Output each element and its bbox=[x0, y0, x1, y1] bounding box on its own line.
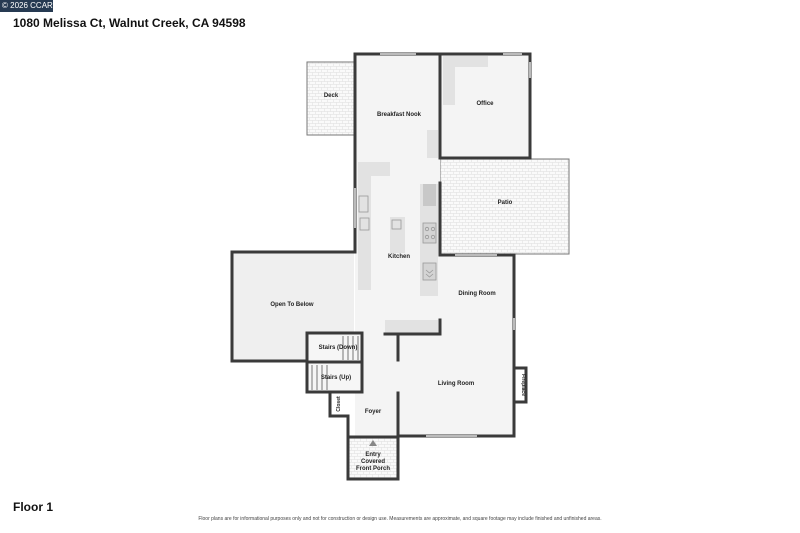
kitchen-fixtures bbox=[358, 184, 437, 281]
patio-area bbox=[439, 158, 570, 255]
label-living-room: Living Room bbox=[438, 381, 474, 387]
dining-living-floor-fill bbox=[398, 255, 514, 436]
label-deck: Deck bbox=[324, 93, 339, 99]
disclaimer-text: Floor plans are for informational purpos… bbox=[198, 516, 602, 522]
property-address: 1080 Melissa Ct, Walnut Creek, CA 94598 bbox=[13, 16, 246, 30]
label-breakfast-nook: Breakfast Nook bbox=[377, 112, 422, 118]
label-porch-line1: Entry bbox=[365, 452, 381, 458]
label-office: Office bbox=[476, 101, 494, 107]
label-open-to-below: Open To Below bbox=[270, 302, 314, 308]
label-porch-line3: Front Porch bbox=[356, 466, 390, 472]
label-closet: Closet bbox=[336, 396, 342, 412]
label-kitchen: Kitchen bbox=[388, 254, 410, 260]
label-porch-line2: Covered bbox=[361, 459, 385, 465]
label-foyer: Foyer bbox=[365, 409, 382, 415]
walls bbox=[230, 52, 532, 481]
label-stairs-up: Stairs (Up) bbox=[321, 375, 351, 381]
label-fireplace: Fireplace bbox=[520, 374, 526, 396]
entry-arrow-icon bbox=[369, 440, 377, 446]
label-patio: Patio bbox=[498, 200, 513, 206]
deck-area bbox=[306, 61, 355, 136]
label-dining-room: Dining Room bbox=[458, 291, 495, 297]
windows bbox=[354, 53, 531, 437]
stair-treads bbox=[311, 336, 359, 390]
copyright-badge: © 2026 CCAR bbox=[0, 0, 53, 12]
floor-label: Floor 1 bbox=[13, 500, 54, 514]
label-stairs-down: Stairs (Down) bbox=[319, 345, 358, 351]
